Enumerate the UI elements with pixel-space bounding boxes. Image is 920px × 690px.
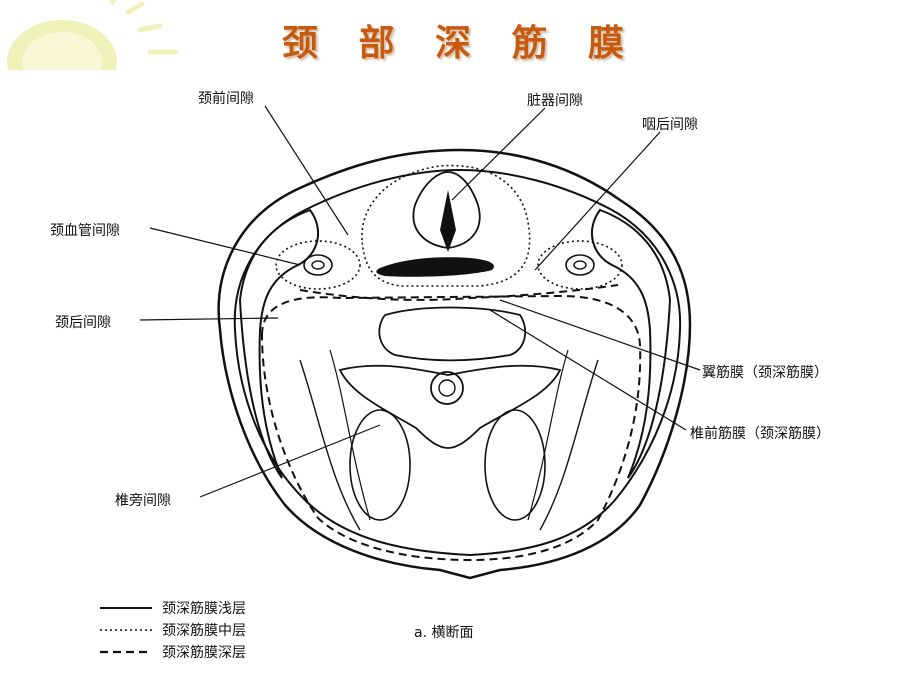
page-title: 颈 部 深 筋 膜 [281, 22, 639, 64]
sun-decoration-icon [7, 0, 179, 70]
dashed-line-icon [100, 650, 152, 654]
legend: 颈深筋膜浅层 颈深筋膜中层 颈深筋膜深层 [100, 597, 246, 663]
legend-item-middle: 颈深筋膜中层 [100, 619, 246, 641]
glottis [440, 190, 456, 252]
right-muscle [591, 208, 672, 479]
label-prevertebral-fascia: 椎前筋膜（颈深筋膜） [690, 426, 830, 442]
label-posterior-cervical-space: 颈后间隙 [55, 315, 111, 331]
dotted-line-icon [100, 629, 152, 631]
left-carotid-sheath [275, 240, 361, 290]
superficial-layer [233, 168, 682, 557]
solid-line-icon [100, 607, 152, 609]
label-paravertebral-space: 椎旁间隙 [115, 493, 171, 509]
legend-label: 颈深筋膜浅层 [162, 601, 246, 617]
label-carotid-space: 颈血管间隙 [50, 223, 120, 239]
label-visceral-space: 脏器间隙 [527, 93, 583, 109]
vertebral-arch [338, 364, 562, 449]
alar-fascia [299, 284, 619, 301]
legend-label: 颈深筋膜中层 [162, 623, 246, 639]
right-carotid-sheath [537, 240, 623, 290]
legend-item-superficial: 颈深筋膜浅层 [100, 597, 246, 619]
deep-layer [260, 294, 642, 562]
legend-item-deep: 颈深筋膜深层 [100, 641, 246, 663]
skin-outline [217, 148, 692, 580]
figure-caption: a. 横断面 [414, 625, 474, 641]
label-retropharyngeal-space: 咽后间隙 [642, 117, 698, 133]
label-pretracheal-space: 颈前间隙 [198, 91, 254, 107]
spinal-canal [430, 371, 464, 405]
legend-label: 颈深筋膜深层 [162, 645, 246, 661]
label-alar-fascia: 翼筋膜（颈深筋膜） [702, 365, 828, 381]
larynx [412, 171, 481, 249]
pharynx [376, 257, 494, 277]
vertebral-body [378, 306, 527, 362]
